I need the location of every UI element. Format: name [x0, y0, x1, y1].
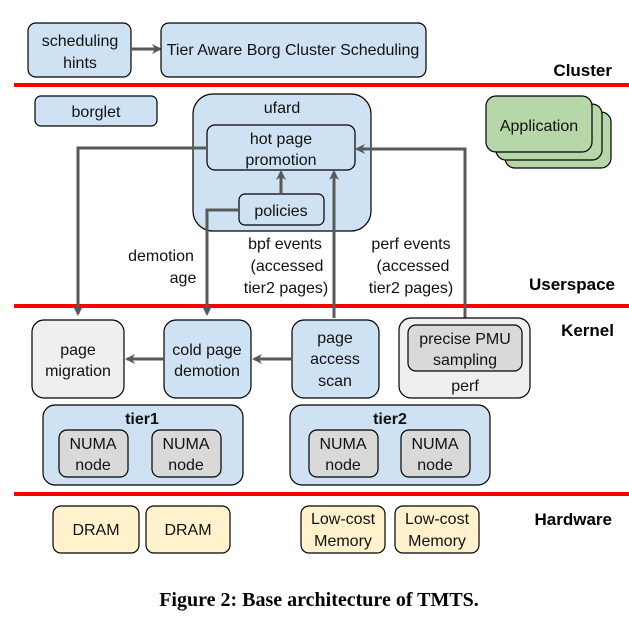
svg-text:precise PMU: precise PMU	[419, 331, 511, 348]
svg-text:sampling: sampling	[433, 352, 497, 369]
layer-label-cluster: Cluster	[553, 61, 612, 80]
svg-text:perf events: perf events	[371, 236, 450, 253]
svg-text:Tier Aware Borg Cluster Schedu: Tier Aware Borg Cluster Scheduling	[167, 42, 420, 59]
layer-label-userspace: Userspace	[529, 275, 615, 294]
svg-text:tier2: tier2	[373, 411, 407, 428]
svg-text:node: node	[168, 457, 204, 474]
arrow-perf-events	[355, 144, 467, 320]
svg-text:demotion: demotion	[174, 363, 240, 380]
arrow-policies-to-cold-demotion	[202, 208, 239, 316]
layer-label-kernel: Kernel	[561, 321, 614, 340]
svg-text:DRAM: DRAM	[164, 522, 211, 539]
application-stack: Application	[485, 95, 612, 169]
svg-text:scan: scan	[318, 373, 352, 390]
svg-text:scheduling: scheduling	[42, 33, 119, 50]
borg-scheduler-box: Tier Aware Borg Cluster Scheduling	[160, 22, 427, 78]
borglet-box: borglet	[34, 95, 158, 127]
svg-text:demotion: demotion	[128, 248, 194, 265]
page-migration-box: page migration	[31, 319, 125, 399]
svg-text:node: node	[325, 457, 361, 474]
policies-box: policies	[238, 193, 325, 226]
svg-text:access: access	[310, 351, 360, 368]
page-access-scan-box: page access scan	[291, 319, 380, 399]
tier1-numa-node-2: NUMA node	[151, 429, 222, 478]
svg-text:Memory: Memory	[408, 533, 466, 550]
svg-text:page: page	[317, 330, 353, 347]
svg-text:DRAM: DRAM	[72, 522, 119, 539]
svg-text:Memory: Memory	[314, 533, 372, 550]
label-demotion-age: demotion age	[128, 248, 196, 287]
cold-page-demotion-box: cold page demotion	[163, 319, 252, 399]
svg-text:NUMA: NUMA	[411, 436, 458, 453]
svg-text:NUMA: NUMA	[319, 436, 366, 453]
svg-text:migration: migration	[45, 363, 111, 380]
svg-text:perf: perf	[451, 378, 479, 395]
svg-text:(accessed: (accessed	[251, 258, 324, 275]
svg-text:node: node	[75, 457, 111, 474]
svg-text:NUMA: NUMA	[162, 436, 209, 453]
svg-text:hints: hints	[63, 55, 97, 72]
svg-text:age: age	[170, 270, 197, 287]
label-bpf-events: bpf events (accessed tier2 pages)	[244, 236, 329, 297]
tier1-numa-node-1: NUMA node	[58, 429, 129, 478]
layer-label-hardware: Hardware	[535, 510, 612, 529]
tier2-numa-node-2: NUMA node	[400, 429, 471, 478]
label-perf-events: perf events (accessed tier2 pages)	[369, 236, 454, 297]
precise-pmu-sampling-box: precise PMU sampling	[407, 324, 523, 372]
svg-text:hot page: hot page	[250, 131, 312, 148]
svg-text:policies: policies	[254, 203, 307, 220]
svg-text:cold page: cold page	[172, 342, 241, 359]
tier2-numa-node-1: NUMA node	[308, 429, 379, 478]
svg-text:borglet: borglet	[72, 104, 121, 121]
arrow-hot-page-to-migration	[73, 146, 207, 316]
dram-box-2: DRAM	[145, 505, 231, 554]
svg-text:tier1: tier1	[125, 411, 159, 428]
svg-text:(accessed: (accessed	[377, 258, 450, 275]
svg-text:bpf events: bpf events	[248, 236, 322, 253]
scheduling-hints-box: scheduling hints	[27, 22, 132, 78]
svg-text:page: page	[60, 342, 96, 359]
svg-text:promotion: promotion	[245, 152, 316, 169]
lowcost-memory-box-1: Low-cost Memory	[300, 505, 386, 554]
svg-text:tier2 pages): tier2 pages)	[369, 280, 454, 297]
svg-text:NUMA: NUMA	[69, 436, 116, 453]
svg-text:ufard: ufard	[264, 100, 300, 117]
svg-text:Application: Application	[500, 118, 578, 135]
figure-caption: Figure 2: Base architecture of TMTS.	[159, 589, 479, 611]
dram-box-1: DRAM	[52, 505, 140, 554]
svg-text:node: node	[417, 457, 453, 474]
svg-text:tier2 pages): tier2 pages)	[244, 280, 329, 297]
svg-text:Low-cost: Low-cost	[405, 511, 470, 528]
hot-page-promotion-box: hot page promotion	[206, 124, 356, 171]
svg-text:Low-cost: Low-cost	[311, 511, 376, 528]
lowcost-memory-box-2: Low-cost Memory	[394, 505, 480, 554]
